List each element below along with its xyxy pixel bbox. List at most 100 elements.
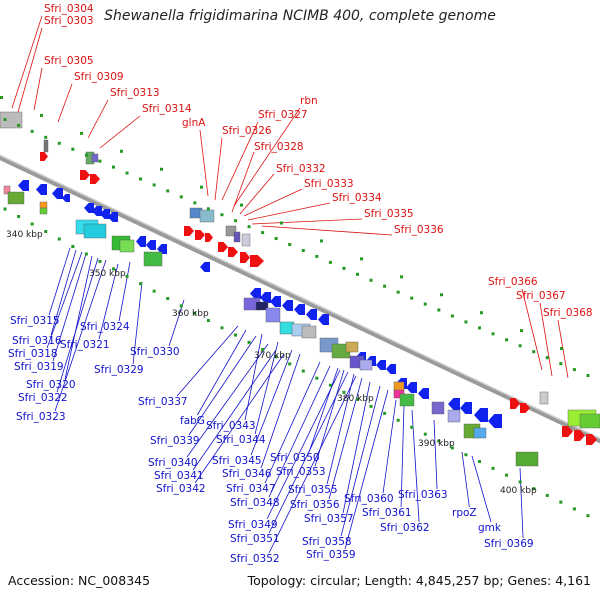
forward-gene [195, 230, 205, 240]
leader-line [57, 83, 73, 123]
reverse-gene [460, 402, 472, 414]
gene-label-bottom: Sfri_0369 [484, 538, 534, 550]
track-dot [139, 177, 143, 181]
track-dot [532, 487, 536, 491]
forward-gene [218, 242, 228, 252]
track-dot [410, 296, 414, 300]
track-dot [400, 275, 403, 279]
track-dot [315, 254, 319, 258]
track-dot [491, 466, 495, 470]
track-dot [480, 311, 483, 315]
accession-label: Accession: NC_008345 [8, 573, 151, 588]
gene-label-top: Sfri_0367 [516, 290, 566, 302]
track-dot [559, 500, 563, 504]
track-dot [206, 319, 210, 323]
gene-label-bottom: Sfri_0348 [230, 497, 280, 509]
track-dot [437, 439, 441, 443]
track-dot [288, 362, 292, 366]
track-dot [328, 260, 332, 264]
forward-gene [520, 403, 530, 413]
gene-label-bottom: Sfri_0320 [26, 379, 76, 391]
track-dot [586, 514, 590, 518]
leader-line [268, 365, 331, 498]
gene-label-bottom: Sfri_0344 [216, 434, 266, 446]
forward-gene [205, 233, 213, 242]
leader-line [98, 263, 119, 340]
leader-line [254, 341, 279, 435]
track-dot [464, 453, 468, 457]
gene-label-bottom: Sfri_0349 [228, 519, 278, 531]
track-dot [320, 239, 323, 243]
leader-line [199, 129, 209, 197]
track-dot [423, 432, 427, 436]
track-dot [44, 135, 48, 139]
track-dot [112, 165, 115, 169]
track-dot [464, 320, 468, 324]
track-dot [84, 153, 88, 157]
leader-line [521, 288, 543, 371]
gene-label-top: Sfri_0327 [258, 109, 308, 121]
reverse-gene [294, 304, 305, 315]
forward-gene [574, 430, 585, 441]
track-dot [315, 376, 319, 380]
gene-label-bottom: Sfri_0337 [138, 396, 188, 408]
gene-label-top: Sfri_0303 [44, 15, 94, 27]
track-dot [193, 201, 197, 205]
gene-feature [91, 153, 99, 163]
gene-feature [83, 223, 107, 239]
gene-feature [579, 413, 600, 429]
track-dot [437, 308, 441, 312]
leader-line [118, 261, 131, 322]
leader-line [17, 27, 43, 113]
leader-line [344, 389, 389, 550]
track-dot [532, 350, 536, 354]
track-dot [342, 390, 346, 394]
track-dot [139, 282, 143, 286]
gene-label-top: Sfri_0314 [142, 103, 192, 115]
gene-label-top: Sfri_0332 [276, 163, 326, 175]
gene-label-bottom: Sfri_0315 [10, 315, 60, 327]
gene-feature [359, 359, 373, 371]
gene-label-bottom: Sfri_0360 [344, 493, 394, 505]
gene-feature [0, 111, 23, 129]
leader-line [99, 115, 141, 149]
track-dot [518, 344, 522, 348]
track-dot [356, 272, 359, 276]
reverse-gene [100, 209, 110, 219]
gene-feature [43, 139, 49, 153]
leader-line [233, 107, 301, 207]
leader-line [308, 367, 339, 453]
gene-label-bottom: Sfri_0350 [270, 452, 320, 464]
gene-label-bottom: Sfri_0361 [362, 507, 412, 519]
gene-feature [447, 409, 461, 423]
track-dot [40, 113, 43, 117]
gene-label-top: Sfri_0334 [332, 192, 382, 204]
leader-line [400, 405, 405, 508]
reverse-gene [62, 194, 70, 202]
kbp-tick-label: 380 kbp [337, 394, 374, 404]
leader-line [64, 255, 93, 380]
track-dot [396, 418, 400, 422]
track-dot [220, 213, 224, 217]
track-dot [261, 231, 265, 235]
gene-label-bottom: Sfri_0345 [212, 455, 262, 467]
reverse-gene [406, 382, 417, 393]
gene-label-top: Sfri_0313 [110, 87, 160, 99]
leader-line [340, 385, 381, 537]
track-dot [560, 347, 563, 351]
gene-label-top: Sfri_0336 [394, 224, 444, 236]
track-dot [3, 207, 7, 211]
gene-label-bottom: Sfri_0347 [226, 483, 276, 495]
track-dot [274, 237, 278, 241]
leader-line [266, 369, 341, 520]
gene-label-bottom: fabG [180, 415, 205, 427]
track-dot [193, 311, 197, 315]
leader-line [11, 15, 43, 109]
reverse-gene [157, 244, 167, 254]
gene-label-bottom: Sfri_0321 [60, 339, 110, 351]
track-dot [44, 230, 48, 234]
track-dot [505, 338, 509, 342]
gene-label-top: Sfri_0335 [364, 208, 414, 220]
track-dot [450, 446, 454, 450]
gene-label-top: Sfri_0326 [222, 125, 272, 137]
